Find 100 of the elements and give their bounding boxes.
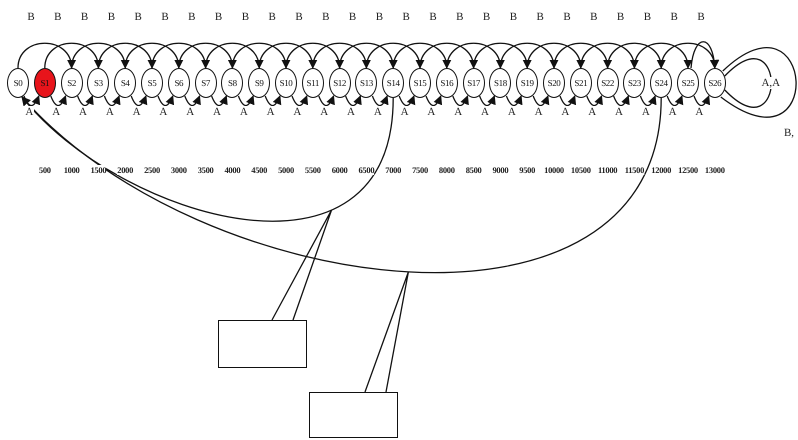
arrow [318, 95, 335, 106]
state-circle: S7 [194, 68, 217, 98]
amount-label: 11500 [624, 165, 644, 175]
amount-label: 9000 [492, 165, 508, 175]
amount-label: 11000 [598, 165, 618, 175]
arrow [690, 41, 718, 69]
state-circle: S20 [543, 68, 565, 98]
edge-label: B [536, 11, 545, 23]
arrow [586, 95, 603, 106]
arrow [70, 42, 129, 69]
arrow [693, 95, 710, 106]
arrow [17, 42, 75, 69]
arrow [157, 95, 174, 106]
arrow [532, 95, 549, 106]
amount-label: 13000 [704, 165, 725, 175]
arrow [613, 95, 630, 106]
arrow [211, 95, 228, 106]
arrow [338, 42, 397, 69]
edge-label: A [266, 106, 276, 118]
state-circle: S19 [516, 68, 538, 98]
edge-label: A [51, 106, 62, 118]
arrow [472, 42, 531, 69]
amount-label: 1500 [90, 165, 106, 175]
state-circle: S0 [7, 68, 29, 98]
arrow [606, 42, 665, 69]
amount-label: 10000 [544, 165, 564, 175]
edge-label: B [26, 11, 36, 23]
state-circle: S2 [60, 68, 83, 98]
amount-label: 4500 [251, 165, 268, 175]
arrow [398, 95, 415, 106]
arrow [264, 95, 281, 106]
state-circle: S17 [462, 68, 485, 98]
state-circle: S10 [275, 68, 297, 98]
state-circle: S22 [596, 68, 619, 98]
arrow [204, 42, 263, 69]
arrow [452, 95, 469, 106]
edge-label: A [158, 106, 168, 118]
arrow [366, 42, 424, 69]
leader-line [271, 209, 332, 320]
edge-label: A [319, 106, 330, 118]
amount-label: 12000 [651, 165, 672, 175]
amount-label: 8000 [438, 165, 455, 175]
edge-label: A [400, 106, 410, 118]
state-circle: S1 [34, 68, 56, 98]
state-circle: S26 [704, 68, 726, 98]
edge-label: A [238, 106, 249, 118]
state-circle: S24 [650, 68, 672, 98]
amount-label: 2000 [117, 165, 134, 175]
arrow [258, 42, 316, 69]
edge-label: B [80, 11, 90, 23]
arrow [77, 95, 94, 106]
callout-box [218, 320, 307, 368]
state-circle: S15 [409, 68, 431, 98]
arrow [104, 95, 120, 106]
arrow [50, 95, 67, 106]
arrow [634, 42, 692, 69]
edge-label: B [187, 11, 196, 23]
edge-label: A,A [760, 77, 782, 89]
arrow [526, 42, 584, 69]
edge-label: B [508, 11, 518, 23]
edge-label: B [214, 11, 224, 23]
amount-label: 5500 [304, 165, 321, 175]
arrow [23, 95, 40, 106]
state-circle: S23 [623, 68, 646, 98]
edge-label: A [346, 106, 356, 118]
edge-label: A [587, 106, 598, 118]
arrow [285, 42, 343, 69]
edge-label: A [24, 106, 34, 118]
edge-label: B, [782, 127, 796, 139]
edge-label: B [160, 11, 170, 23]
amount-label: 7500 [412, 165, 428, 175]
edge-label: B [642, 11, 652, 23]
state-circle: S3 [87, 68, 110, 98]
amount-label: 3500 [198, 165, 214, 175]
edge-label: B [696, 11, 706, 23]
arrow [559, 95, 576, 106]
amount-label: 12500 [678, 165, 698, 175]
amount-label: 5000 [278, 165, 294, 175]
amount-label: 7000 [385, 165, 402, 175]
amount-label: 8500 [466, 165, 482, 175]
edge-label: A [185, 106, 196, 118]
edge-label: B [134, 11, 143, 23]
state-circle: S6 [168, 68, 190, 98]
edge-label: A [614, 106, 624, 118]
edge-label: B [348, 11, 358, 23]
callout-box [309, 392, 398, 438]
arrow [372, 95, 388, 106]
amount-label: 6500 [358, 165, 374, 175]
edge-label: A [104, 106, 115, 118]
arrow [124, 42, 182, 69]
edge-label: B [374, 11, 384, 23]
edge-label: A [640, 106, 651, 118]
state-circle: S25 [677, 68, 699, 98]
arrow [446, 42, 504, 69]
edge-label: A [292, 106, 302, 118]
arrow [44, 42, 102, 69]
amount-label: 3000 [170, 165, 187, 175]
arrow [312, 42, 370, 69]
edge-label: A [132, 106, 142, 118]
arrow [345, 95, 362, 106]
